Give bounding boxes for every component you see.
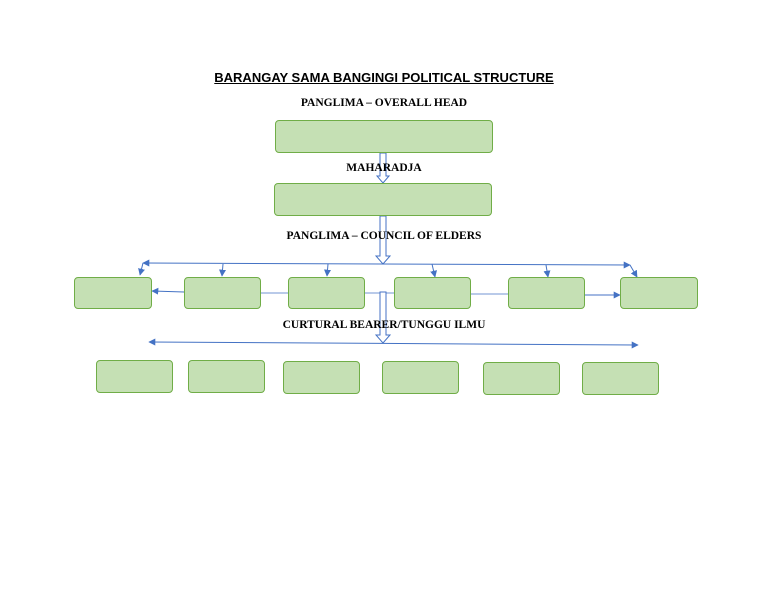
label-council-of-elders: PANGLIMA – COUNCIL OF ELDERS <box>286 230 482 242</box>
bearer-box-4 <box>382 361 459 394</box>
label-maharadja: MAHARADJA <box>346 162 422 174</box>
council-box-2 <box>184 277 261 309</box>
bearer-box-1 <box>96 360 173 393</box>
bearer-box-2 <box>188 360 265 393</box>
bearer-box-5 <box>483 362 560 395</box>
label-panglima-head: PANGLIMA – OVERALL HEAD <box>300 97 468 109</box>
council-box-1 <box>74 277 152 309</box>
council-box-3 <box>288 277 365 309</box>
block-arrow-head-to-maharadja <box>375 152 391 184</box>
drop-arrow-1 <box>138 262 145 276</box>
drop-arrow-2 <box>219 263 227 277</box>
box-panglima-head <box>275 120 493 153</box>
box-maharadja <box>274 183 492 216</box>
drop-arrow-4 <box>430 263 437 278</box>
block-arrow-council-to-bearer <box>374 291 392 344</box>
label-cultural-bearer: CURTURAL BEARER/TUNGGU ILMU <box>282 319 486 331</box>
drop-arrow-6 <box>629 264 638 278</box>
council-distribution-line <box>142 259 631 269</box>
bearer-box-3 <box>283 361 360 394</box>
drop-arrow-3 <box>324 263 332 277</box>
council-box-4 <box>394 277 471 309</box>
council-box-6 <box>620 277 698 309</box>
council-link-left <box>151 287 185 295</box>
council-box-5 <box>508 277 585 309</box>
bearer-box-6 <box>582 362 659 395</box>
bearer-distribution-line <box>148 338 639 349</box>
drop-arrow-5 <box>543 264 551 278</box>
diagram-title: BARANGAY SAMA BANGINGI POLITICAL STRUCTU… <box>214 70 554 85</box>
